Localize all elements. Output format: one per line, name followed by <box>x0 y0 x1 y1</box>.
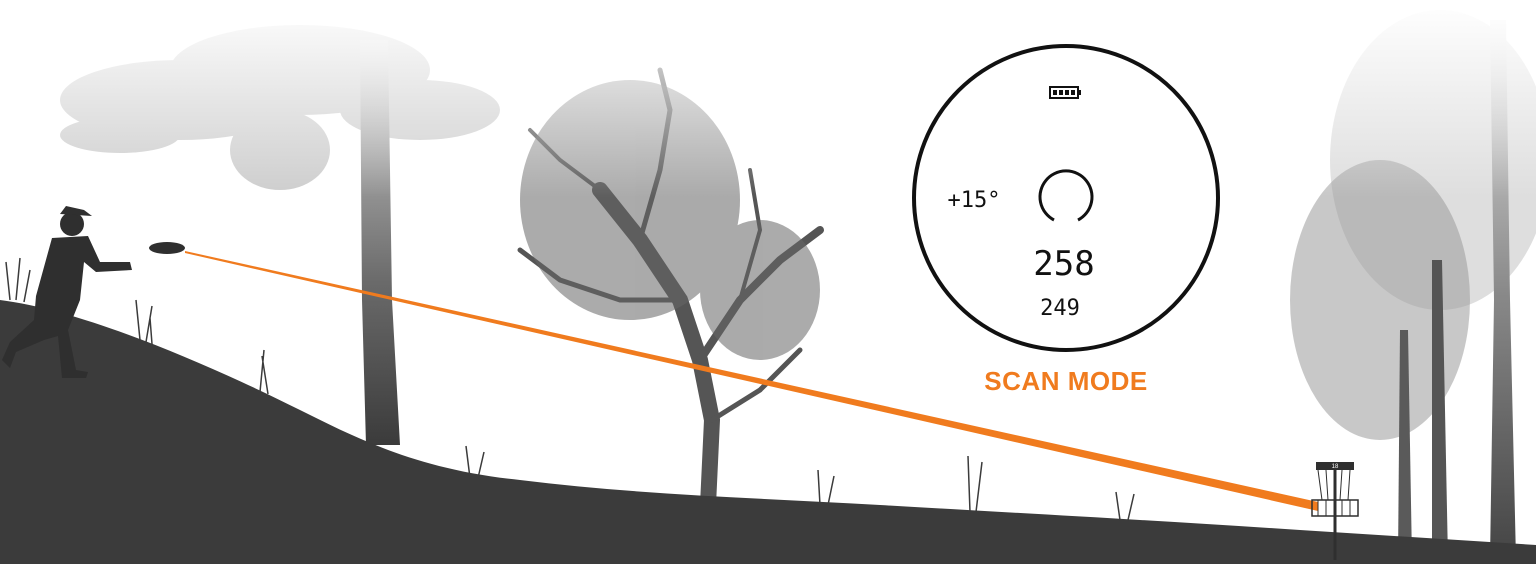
battery-full-icon <box>1049 86 1081 99</box>
distance-secondary: 249 <box>1040 296 1080 321</box>
distance-primary: 258 <box>1033 244 1094 284</box>
scope-ring <box>912 44 1220 352</box>
angle-readout: +15° <box>948 188 1001 213</box>
scan-mode-label: SCAN MODE <box>984 366 1148 396</box>
rangefinder-view: +15° 258 249 <box>912 44 1220 352</box>
circle-reticle-icon <box>1038 169 1094 222</box>
